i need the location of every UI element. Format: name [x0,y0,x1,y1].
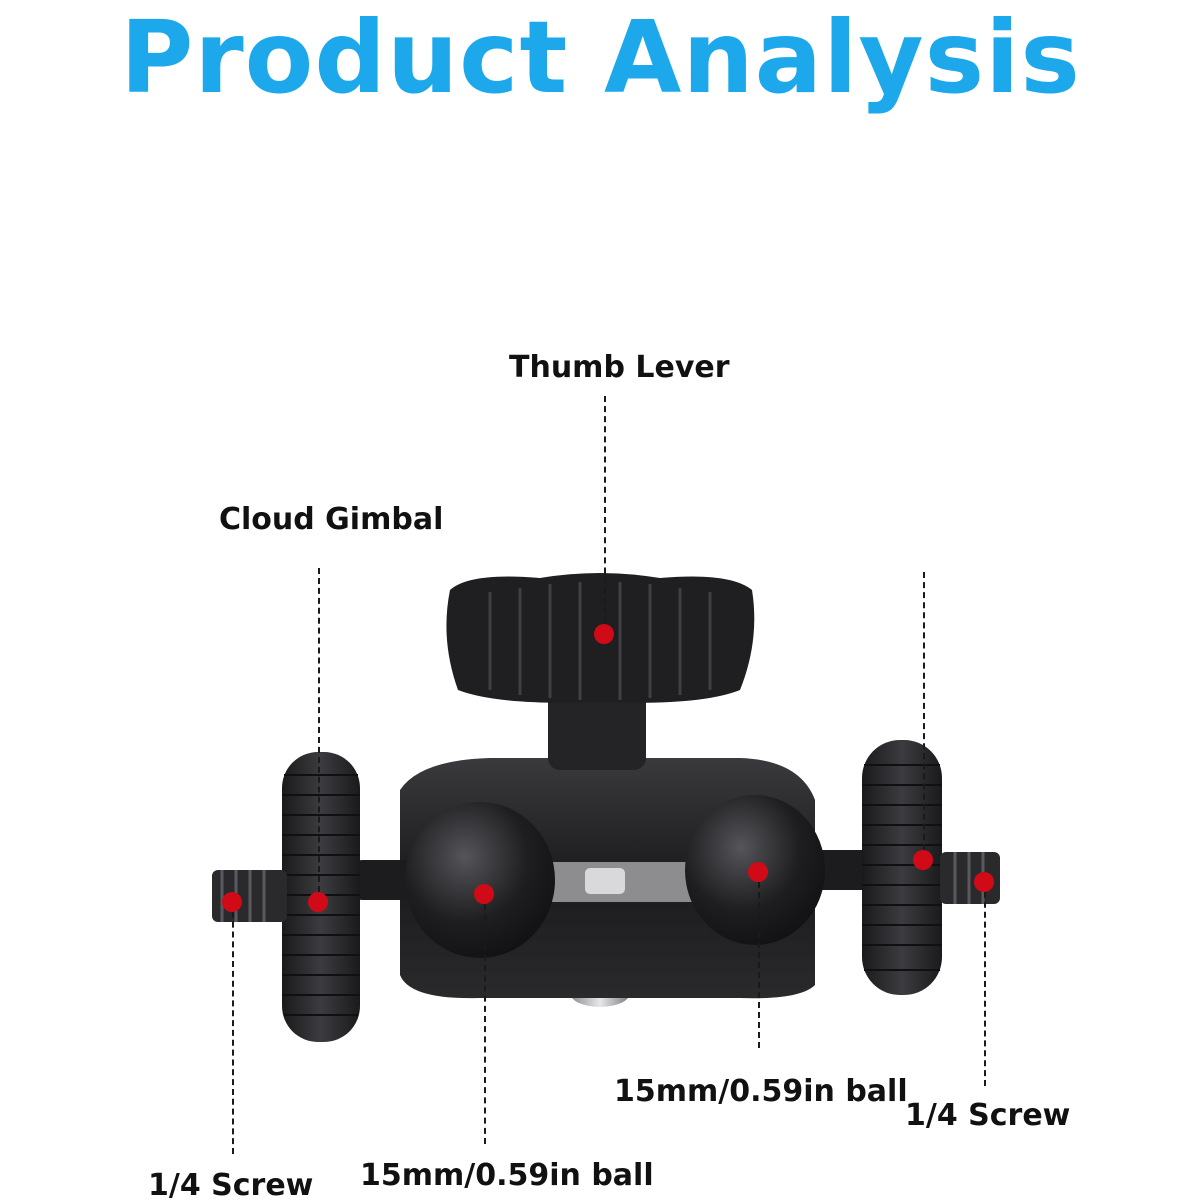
cloud-gimbal-label: Cloud Gimbal [219,502,444,537]
right-screw-callout-line-upper [923,572,925,860]
right-ball-label: 15mm/0.59in ball [614,1074,908,1109]
cloud-gimbal-marker [308,892,328,912]
right-screw-label: 1/4 Screw [905,1098,1071,1133]
right-screw-marker [974,872,994,892]
left-screw-callout-line [232,902,234,1154]
cloud-gimbal-callout-line [318,568,320,902]
left-ball-marker [474,884,494,904]
left-screw-label: 1/4 Screw [148,1168,314,1203]
thumb-lever-label: Thumb Lever [509,350,730,385]
left-screw-marker [222,892,242,912]
thumb-lever-marker [594,624,614,644]
left-ball-callout-line [484,894,486,1144]
right-ball-callout-line [758,872,760,1048]
right-gimbal-marker [913,850,933,870]
page-title: Product Analysis [120,0,1081,116]
left-ball-label: 15mm/0.59in ball [360,1158,654,1193]
right-ball-marker [748,862,768,882]
right-screw-callout-line-lower [984,882,986,1086]
thumb-lever-callout-line [604,396,606,634]
